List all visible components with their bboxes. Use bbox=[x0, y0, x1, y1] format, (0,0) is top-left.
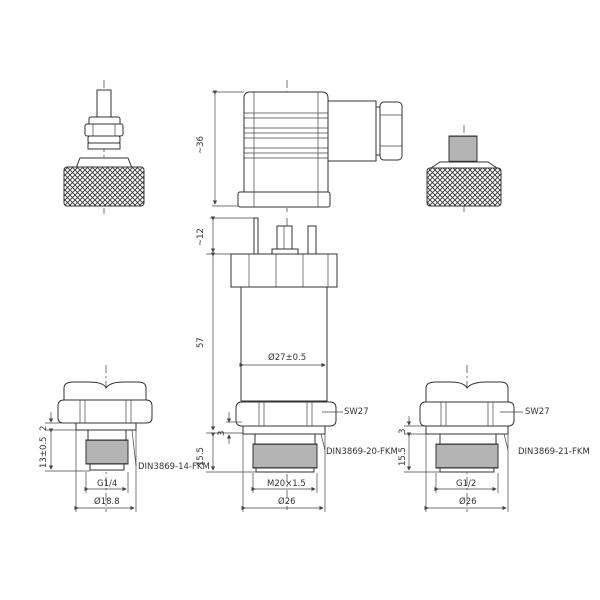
pin-height-label: ~12 bbox=[196, 228, 206, 246]
center-thread-label: M20×1.5 bbox=[267, 479, 306, 489]
din-height-label: ~36 bbox=[196, 136, 206, 154]
right-seal-label: DIN3869-21-FKM bbox=[518, 447, 590, 457]
right-wrench-label: SW27 bbox=[525, 407, 550, 417]
center-wrench-label: SW27 bbox=[344, 407, 369, 417]
process-connection-g12-view bbox=[404, 365, 523, 512]
center-seal-label: DIN3869-20-FKM bbox=[326, 447, 398, 457]
right-thread-label: G1/2 bbox=[456, 479, 477, 489]
m12-connector-view bbox=[426, 125, 502, 212]
left-seal-height-label: 2 bbox=[39, 425, 49, 431]
body-length-label: 57 bbox=[196, 337, 206, 348]
left-thread-label: G1/4 bbox=[97, 479, 118, 489]
center-diameter-label: Ø26 bbox=[278, 497, 296, 507]
left-seal-label: DIN3869-14-FKM bbox=[138, 462, 210, 472]
left-diameter-label: Ø18.8 bbox=[94, 497, 120, 507]
sensor-body-view bbox=[206, 216, 343, 512]
cable-gland-connector-view bbox=[63, 80, 145, 214]
center-seal-height-label: 3 bbox=[217, 430, 227, 436]
right-seal-height-label: 3 bbox=[398, 428, 408, 434]
right-thread-length-label: 15.5 bbox=[398, 447, 408, 466]
right-diameter-label: Ø26 bbox=[459, 497, 477, 507]
din-connector-view bbox=[212, 80, 403, 212]
left-thread-length-label: 13±0.5 bbox=[39, 436, 49, 468]
body-diameter-label: Ø27±0.5 bbox=[268, 353, 307, 363]
process-connection-g14-view bbox=[45, 365, 153, 512]
